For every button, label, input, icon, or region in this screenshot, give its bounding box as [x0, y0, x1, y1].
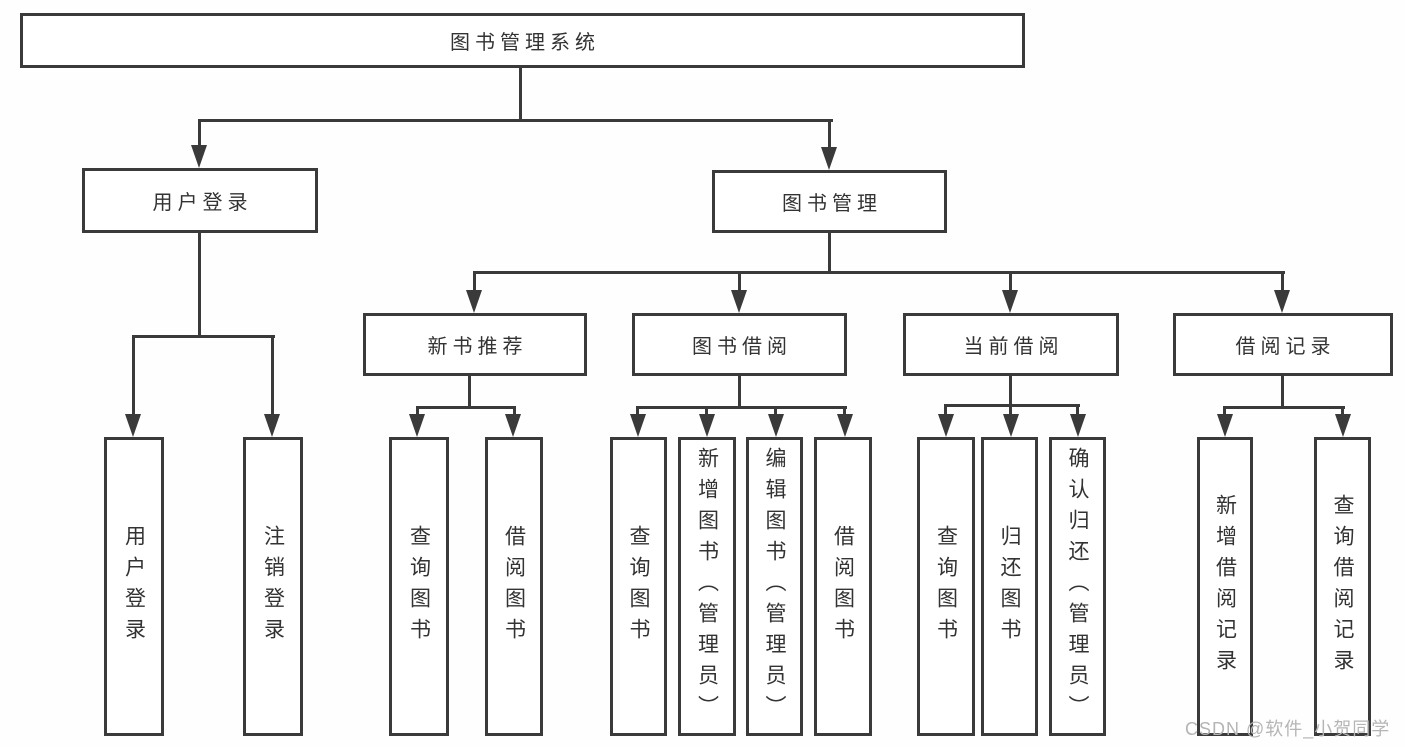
arrowhead-down-icon [938, 414, 954, 437]
leaf-user-login-label: 用户登录 [122, 524, 146, 649]
arrowhead-down-icon [1335, 414, 1351, 437]
connector-line [416, 406, 419, 416]
arrowhead-down-icon [821, 147, 837, 170]
leaf-confirm-return-admin-label: 确认归还（管理员） [1066, 447, 1089, 726]
leaf-logout: 注销登录 [243, 437, 303, 736]
arrowhead-down-icon [1070, 414, 1086, 437]
arrowhead-down-icon [1274, 290, 1290, 313]
node-borrowing-records-label: 借阅记录 [1235, 336, 1336, 358]
arrowhead-down-icon [466, 290, 482, 313]
node-user-login-label: 用户登录 [152, 192, 253, 214]
arrowhead-down-icon [630, 414, 646, 437]
connector-line [828, 233, 831, 274]
node-current-borrowing-label: 当前借阅 [963, 336, 1064, 358]
connector-line [705, 406, 708, 416]
leaf-add-book-admin: 新增图书（管理员） [678, 437, 736, 736]
leaf-confirm-return-admin: 确认归还（管理员） [1049, 437, 1106, 736]
node-new-book-recommendation-label: 新书推荐 [427, 336, 528, 358]
connector-line [198, 119, 833, 122]
connector-line [473, 271, 1285, 274]
node-new-book-recommendation: 新书推荐 [363, 313, 587, 376]
connector-line [636, 406, 847, 409]
leaf-add-book-admin-label: 新增图书（管理员） [695, 447, 719, 726]
connector-line [944, 404, 1080, 407]
connector-line [473, 271, 476, 294]
connector-line [1341, 406, 1344, 416]
connector-line [1223, 406, 1226, 416]
node-book-management-label: 图书管理 [782, 193, 882, 215]
arrowhead-down-icon [409, 414, 425, 437]
connector-line [1281, 271, 1284, 294]
node-book-management: 图书管理 [712, 170, 947, 233]
leaf-add-borrow-record: 新增借阅记录 [1197, 437, 1253, 736]
connector-line [828, 119, 831, 151]
leaf-borrow-books-newrec-label: 借阅图书 [502, 524, 526, 649]
leaf-add-borrow-record-label: 新增借阅记录 [1213, 493, 1237, 680]
leaf-query-books-current: 查询图书 [917, 437, 975, 736]
connector-line [132, 335, 275, 338]
leaf-borrow-books-newrec: 借阅图书 [485, 437, 543, 736]
node-library-system-label: 图书管理系统 [450, 32, 600, 54]
connector-line [468, 376, 471, 409]
connector-line [843, 406, 846, 416]
arrowhead-down-icon [731, 290, 747, 313]
leaf-edit-book-admin: 编辑图书（管理员） [746, 437, 803, 736]
leaf-query-books-newrec: 查询图书 [389, 437, 449, 736]
connector-line [944, 404, 947, 416]
arrowhead-down-icon [191, 145, 207, 168]
leaf-return-book: 归还图书 [981, 437, 1038, 736]
connector-line [1223, 406, 1345, 409]
connector-line [271, 335, 274, 418]
leaf-query-borrow-record: 查询借阅记录 [1314, 437, 1371, 736]
leaf-borrow-books: 借阅图书 [814, 437, 872, 736]
leaf-return-book-label: 归还图书 [998, 524, 1021, 649]
node-book-borrowing-label: 图书借阅 [692, 336, 792, 358]
arrowhead-down-icon [505, 414, 521, 437]
leaf-query-books-borrow: 查询图书 [610, 437, 667, 736]
connector-line [636, 406, 639, 416]
connector-line [198, 233, 201, 338]
leaf-query-books-current-label: 查询图书 [934, 524, 958, 649]
connector-line [774, 406, 777, 416]
arrowhead-down-icon [125, 414, 141, 437]
node-library-system: 图书管理系统 [20, 13, 1025, 68]
node-user-login: 用户登录 [82, 168, 318, 233]
connector-line [513, 406, 516, 416]
arrowhead-down-icon [1002, 290, 1018, 313]
connector-line [1281, 376, 1284, 409]
csdn-watermark: CSDN @软件_小贺同学 [1185, 719, 1391, 739]
leaf-query-books-borrow-label: 查询图书 [627, 524, 650, 649]
connector-line [132, 335, 135, 418]
connector-line [738, 376, 741, 409]
node-book-borrowing: 图书借阅 [632, 313, 847, 376]
connector-line [1009, 404, 1012, 416]
leaf-query-books-newrec-label: 查询图书 [407, 524, 431, 649]
leaf-borrow-books-label: 借阅图书 [831, 524, 855, 649]
leaf-query-borrow-record-label: 查询借阅记录 [1331, 493, 1354, 680]
connector-line [198, 119, 201, 149]
arrowhead-down-icon [768, 414, 784, 437]
leaf-edit-book-admin-label: 编辑图书（管理员） [763, 447, 786, 726]
connector-line [1009, 376, 1012, 407]
arrowhead-down-icon [1217, 414, 1233, 437]
arrowhead-down-icon [1003, 414, 1019, 437]
connector-line [1009, 271, 1012, 294]
leaf-logout-label: 注销登录 [261, 524, 285, 649]
connector-line [1076, 404, 1079, 416]
connector-line [738, 271, 741, 294]
node-borrowing-records: 借阅记录 [1173, 313, 1393, 376]
connector-line [416, 406, 516, 409]
leaf-user-login: 用户登录 [104, 437, 164, 736]
arrowhead-down-icon [699, 414, 715, 437]
connector-line [519, 68, 522, 122]
arrowhead-down-icon [837, 414, 853, 437]
arrowhead-down-icon [264, 414, 280, 437]
node-current-borrowing: 当前借阅 [903, 313, 1119, 376]
